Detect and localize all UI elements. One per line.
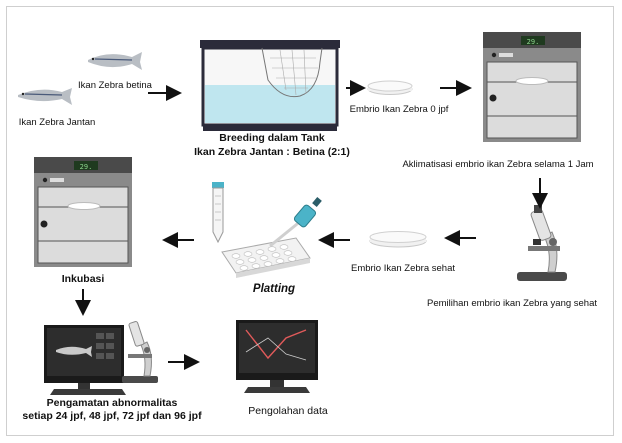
- breeding-label-1: Breeding dalam Tank: [219, 132, 325, 144]
- male-fish-label: Ikan Zebra Jantan: [18, 117, 96, 128]
- female-fish-label: Ikan Zebra betina: [78, 80, 152, 91]
- healthy-embryo-label: Embrio Ikan Zebra sehat: [350, 263, 456, 274]
- breeding-tank-icon: [200, 40, 340, 131]
- incubation-label: Inkubasi: [61, 273, 105, 285]
- data-processing-label: Pengolahan data: [248, 405, 328, 417]
- female-zebrafish-icon: [88, 52, 142, 70]
- display-readout: 29.: [80, 163, 93, 171]
- acclimation-label: Aklimatisasi embrio ikan Zebra selama 1 …: [402, 159, 594, 170]
- microscope-icon: [517, 205, 567, 281]
- falcon-tube-icon: [212, 182, 224, 244]
- healthy-selection-label: Pemilihan embrio ikan Zebra yang sehat: [426, 298, 598, 309]
- observation-label-1: Pengamatan abnormalitas: [46, 397, 178, 409]
- healthy-embryo-dish-icon: [369, 231, 427, 248]
- observation-label-2: setiap 24 jpf, 48 jpf, 72 jpf dan 96 jpf: [22, 410, 202, 422]
- display-readout: 29.: [527, 38, 540, 46]
- male-zebrafish-icon: [18, 88, 72, 105]
- breeding-label-2: Ikan Zebra Jantan : Betina (2:1): [194, 146, 350, 158]
- well-plate-icon: [221, 237, 311, 278]
- data-processing-monitor-icon: [236, 320, 318, 393]
- flow-arrows: [75, 80, 548, 370]
- observation-monitor-icon: [44, 325, 126, 395]
- pipette-icon: [269, 197, 322, 248]
- acclimation-incubator-icon: 29.: [483, 32, 581, 142]
- petri-dish-icon: [367, 80, 413, 95]
- embryo-0-label: Embrio Ikan Zebra 0 jpf: [349, 104, 449, 115]
- diagram-frame: [6, 6, 614, 436]
- observation-microscope-icon: [122, 321, 158, 383]
- incubation-incubator-icon: 29.: [34, 157, 132, 267]
- plating-label: Platting: [252, 283, 296, 295]
